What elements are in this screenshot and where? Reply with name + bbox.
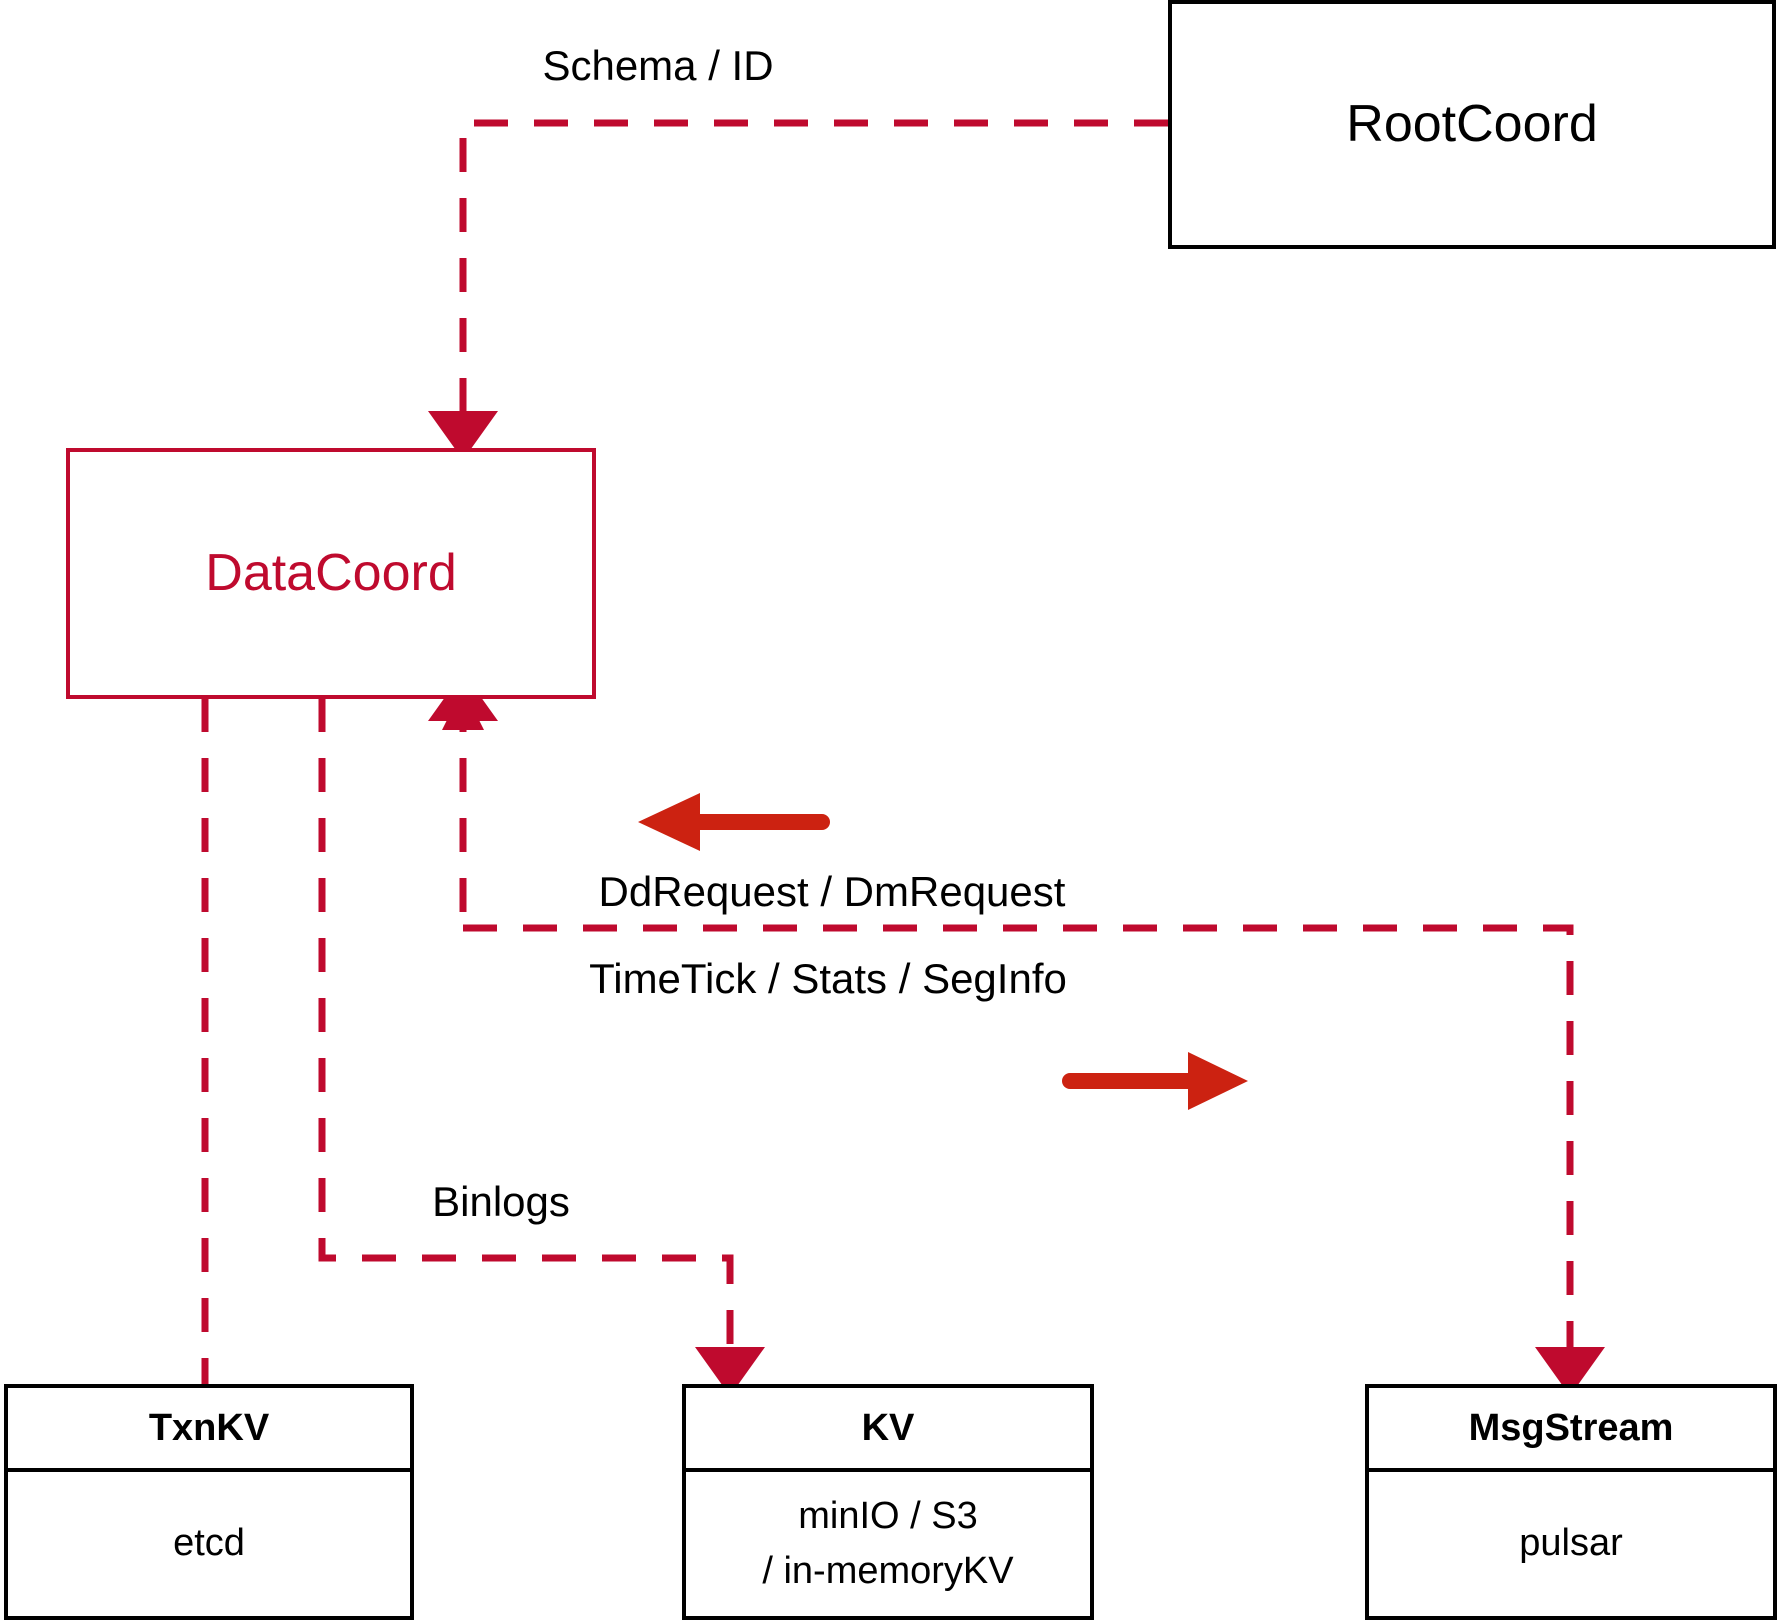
kv-header: KV: [686, 1388, 1090, 1472]
msg-stream-body-line: pulsar: [1519, 1522, 1623, 1565]
node-kv[interactable]: KV minIO / S3 / in-memoryKV: [682, 1384, 1094, 1620]
root-coord-label: RootCoord: [1346, 94, 1598, 153]
node-txn-kv[interactable]: TxnKV etcd: [4, 1384, 414, 1620]
txn-kv-header: TxnKV: [8, 1388, 410, 1472]
txn-kv-body: etcd: [8, 1472, 410, 1616]
edge-label-ddrequest: DdRequest / DmRequest: [598, 868, 1066, 915]
msg-stream-header: MsgStream: [1369, 1388, 1773, 1472]
edge-label-timetick: TimeTick / Stats / SegInfo: [589, 955, 1067, 1002]
msg-stream-body: pulsar: [1369, 1472, 1773, 1616]
edge-schema-id: [428, 119, 1168, 460]
kv-body-line: minIO / S3: [798, 1494, 978, 1537]
node-root-coord[interactable]: RootCoord: [1168, 0, 1776, 249]
node-msg-stream[interactable]: MsgStream pulsar: [1365, 1384, 1777, 1620]
kv-body-line: / in-memoryKV: [762, 1550, 1014, 1592]
data-coord-label: DataCoord: [205, 543, 457, 602]
edge-label-schema-id: Schema / ID: [542, 42, 774, 89]
arrow-ddrequest-left: [638, 793, 830, 851]
edge-msgstream-bus: [428, 672, 1605, 1396]
edge-label-binlogs: Binlogs: [432, 1178, 570, 1225]
txn-kv-body-line: etcd: [173, 1522, 245, 1565]
arrow-timetick-right: [1062, 1052, 1248, 1110]
edge-binlogs: [318, 698, 765, 1396]
kv-body: minIO / S3 / in-memoryKV: [686, 1472, 1090, 1616]
node-data-coord[interactable]: DataCoord: [66, 448, 596, 699]
